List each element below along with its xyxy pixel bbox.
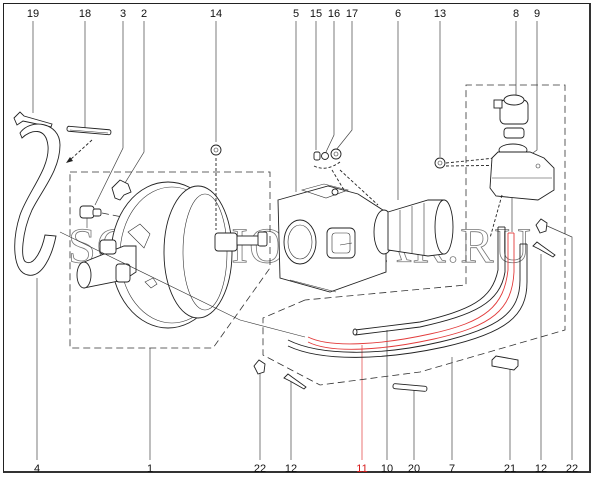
- callout-1[interactable]: 1: [147, 348, 153, 475]
- part-2-grommet[interactable]: [111, 179, 132, 201]
- callout-7[interactable]: 7: [449, 357, 455, 475]
- guide-line: [59, 231, 241, 321]
- part-19-hose-clamp[interactable]: [13, 111, 53, 128]
- arrow-18: [69, 139, 93, 161]
- callout-label: 14: [210, 8, 222, 20]
- part-11-brake-line[interactable]: [307, 232, 515, 350]
- callout-label: 1: [147, 463, 153, 475]
- callout-label: 16: [328, 8, 340, 20]
- arrow-to-stud: [339, 169, 379, 206]
- part-14-nut[interactable]: [210, 144, 222, 156]
- callout-label: 7: [449, 463, 455, 475]
- callout-17[interactable]: 17: [335, 8, 358, 151]
- callout-label-highlighted: 11: [356, 463, 367, 475]
- callout-label: 4: [34, 463, 40, 475]
- part-1-vacuum-booster[interactable]: [76, 181, 268, 329]
- callout-label: 3: [120, 8, 126, 20]
- part-15-washer[interactable]: [313, 151, 321, 161]
- callout-label: 9: [534, 8, 540, 20]
- callout-2[interactable]: 2: [124, 8, 147, 184]
- part-22-clip-left[interactable]: [253, 359, 266, 375]
- callout-12-left[interactable]: 12: [285, 378, 297, 475]
- callout-13[interactable]: 13: [434, 8, 446, 157]
- callouts-bottom: 4 1 22 12 11 10 20 7: [34, 224, 578, 475]
- guide-line: [239, 319, 306, 338]
- callout-label: 12: [535, 463, 547, 475]
- arrow-to-bracket: [331, 169, 345, 191]
- callout-label: 8: [513, 8, 519, 20]
- part-12-clamp-right[interactable]: [532, 241, 556, 258]
- callout-14[interactable]: 14: [210, 8, 222, 142]
- callout-label: 6: [395, 8, 401, 20]
- part-4-vacuum-hose[interactable]: [14, 123, 61, 276]
- callout-label: 21: [504, 463, 516, 475]
- arrow-13-upper: [445, 157, 496, 164]
- callout-label: 22: [566, 463, 578, 475]
- part-7-brake-line[interactable]: [287, 243, 528, 358]
- callout-11[interactable]: 11: [356, 345, 368, 475]
- callout-3[interactable]: 3: [94, 8, 126, 206]
- callout-4[interactable]: 4: [34, 278, 40, 475]
- callout-12-right[interactable]: 12: [535, 254, 547, 475]
- callout-label: 19: [27, 8, 39, 20]
- callout-label: 12: [285, 463, 297, 475]
- part-16-spring-washer[interactable]: [321, 152, 329, 160]
- arrow-13-lower: [445, 164, 529, 167]
- lines-group-outline: [262, 84, 566, 386]
- part-13-nut[interactable]: [434, 157, 446, 169]
- callout-21[interactable]: 21: [504, 366, 516, 475]
- part-8-reservoir-cap[interactable]: [493, 94, 529, 139]
- booster-group-outline: [69, 171, 271, 349]
- callout-6[interactable]: 6: [395, 8, 401, 200]
- callout-8[interactable]: 8: [513, 8, 519, 96]
- part-22-clip-right[interactable]: [535, 218, 548, 234]
- arrowhead: [66, 157, 73, 163]
- callout-label: 13: [434, 8, 446, 20]
- guide-line: [101, 212, 123, 218]
- callout-label: 15: [310, 8, 322, 20]
- part-18-clip[interactable]: [66, 125, 112, 136]
- callout-22-left[interactable]: 22: [254, 372, 266, 475]
- callout-20[interactable]: 20: [408, 390, 420, 475]
- callout-15[interactable]: 15: [310, 8, 322, 150]
- part-9-fluid-reservoir[interactable]: [489, 143, 555, 201]
- callout-10[interactable]: 10: [381, 330, 393, 475]
- part-10-brake-line[interactable]: [352, 226, 506, 336]
- part-6-boot[interactable]: [373, 199, 454, 257]
- callout-9[interactable]: 9: [529, 8, 540, 156]
- callout-18[interactable]: 18: [79, 8, 91, 128]
- part-21-line-holder[interactable]: [491, 355, 519, 371]
- part-5-pedal-bracket[interactable]: [277, 183, 387, 293]
- callouts-top: 19 18 3 2 14 5 15 16: [27, 8, 540, 206]
- callout-label: 17: [346, 8, 358, 20]
- washer-arc: [313, 161, 341, 169]
- callout-label: 22: [254, 463, 266, 475]
- callout-label: 10: [381, 463, 393, 475]
- callout-19[interactable]: 19: [27, 8, 39, 113]
- callout-16[interactable]: 16: [325, 8, 340, 153]
- part-12-clamp-left[interactable]: [283, 373, 307, 390]
- part-3-check-valve[interactable]: [79, 205, 102, 228]
- part-20-clip[interactable]: [392, 383, 428, 392]
- part-17-nut[interactable]: [330, 148, 342, 160]
- callout-label: 5: [293, 8, 299, 20]
- callout-5[interactable]: 5: [293, 8, 299, 192]
- callout-label: 20: [408, 463, 420, 475]
- callout-22-right[interactable]: 22: [544, 224, 578, 475]
- callout-label: 18: [79, 8, 91, 20]
- arrow-to-reservoir: [489, 194, 503, 239]
- callout-label: 2: [141, 8, 147, 20]
